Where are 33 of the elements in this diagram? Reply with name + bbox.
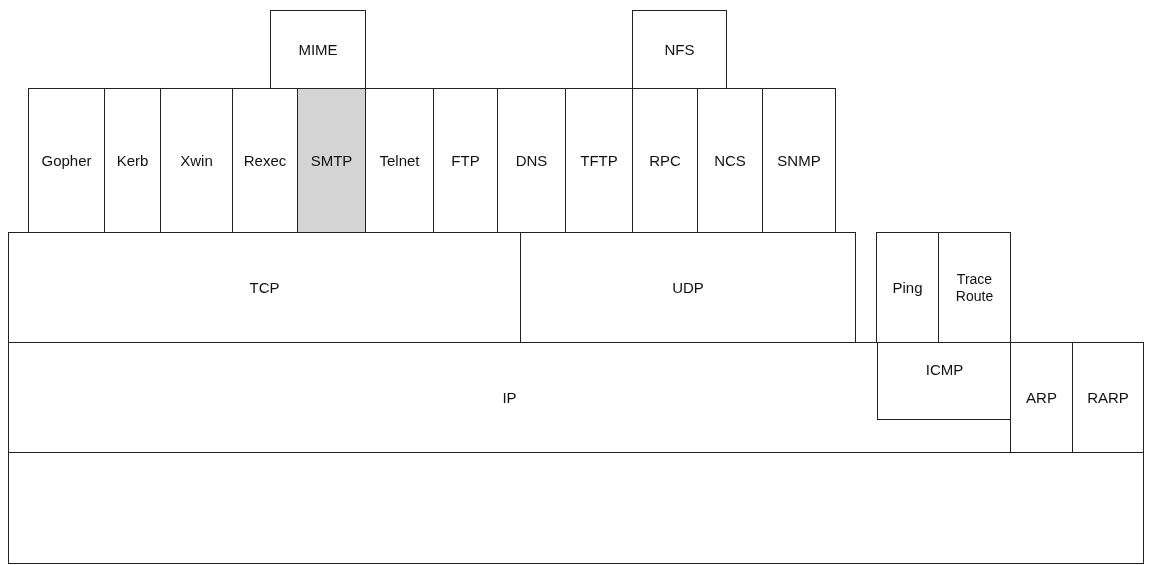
protocol-box <box>877 343 1012 420</box>
protocol-label: TFTP <box>580 151 618 170</box>
protocol-label: SNMP <box>777 151 821 170</box>
protocol-label: Kerb <box>116 151 149 170</box>
protocol-label: UDP <box>672 278 704 297</box>
protocol-label: TCP <box>249 278 280 297</box>
protocol-label: MIME <box>298 40 338 59</box>
protocol-label: Xwin <box>180 151 213 170</box>
protocol-label: IP <box>502 388 517 407</box>
protocol-box <box>28 88 105 233</box>
protocol-label: Ping <box>892 278 923 297</box>
protocol-box <box>876 232 939 343</box>
protocol-label: Telnet <box>379 151 420 170</box>
protocol-box <box>270 10 366 89</box>
protocol-label: RPC <box>649 151 681 170</box>
protocol-label: ARP <box>1026 388 1057 407</box>
protocol-label: RARP <box>1087 388 1129 407</box>
protocol-label: ICMP <box>925 361 964 379</box>
protocol-box <box>762 88 836 233</box>
protocol-label: FTP <box>451 151 480 170</box>
protocol-box <box>632 10 727 89</box>
protocol-box <box>1072 342 1144 453</box>
protocol-label: NFS <box>664 40 695 59</box>
protocol-box <box>8 342 1011 453</box>
protocol-label: NCS <box>714 151 746 170</box>
layer-box <box>8 452 1144 564</box>
protocol-box <box>297 88 366 233</box>
protocol-box <box>938 232 1011 343</box>
protocol-label: SMTP <box>310 151 353 170</box>
protocol-label: Rexec <box>243 151 287 170</box>
protocol-label: Gopher <box>41 151 92 170</box>
protocol-label: Trace Route <box>954 270 995 305</box>
protocol-label: DNS <box>515 151 548 170</box>
